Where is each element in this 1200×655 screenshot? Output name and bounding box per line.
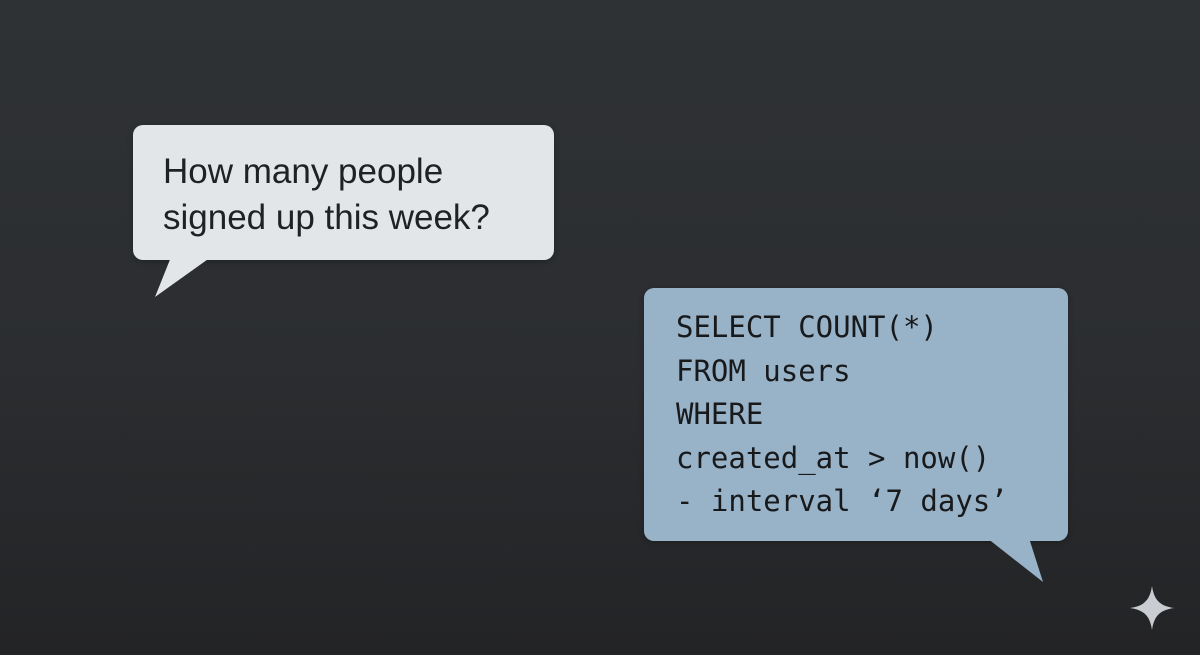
question-text-line-1: How many people [163,152,444,191]
sql-line-5: - interval ‘7 days’ [676,484,1008,518]
sql-line-3: WHERE [676,397,764,431]
sql-speech-bubble: SELECT COUNT(*) FROM users WHERE created… [644,288,1068,541]
question-speech-bubble: How many people signed up this week? [133,125,554,260]
sql-line-1: SELECT COUNT(*) [676,310,938,344]
question-bubble-tail [155,257,211,297]
sparkle-icon [1130,586,1174,630]
question-text-line-2: signed up this week? [163,198,490,237]
sql-line-2: FROM users [676,353,851,388]
sql-line-4: created_at > now() [676,440,991,475]
sql-bubble-tail [987,538,1043,582]
